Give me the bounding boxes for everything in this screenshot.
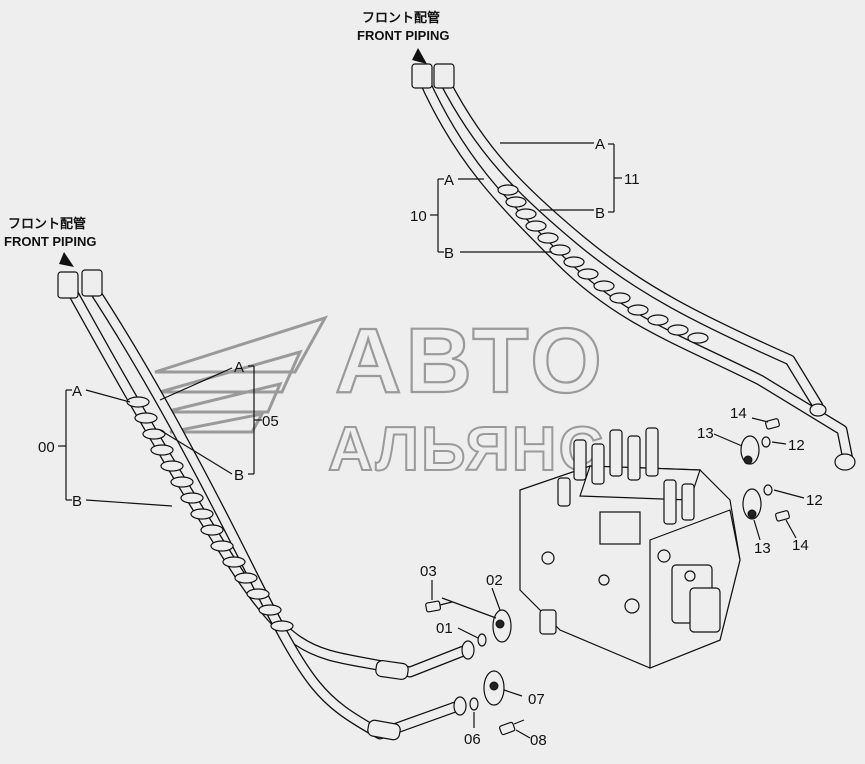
bolt-08-icon: [499, 719, 525, 736]
fitting-top-end-2: [834, 453, 856, 471]
o-ring-06: [469, 697, 479, 711]
label-12-upper: 12: [788, 437, 805, 454]
hose-left-protector-coils: [126, 396, 294, 632]
label-08: 08: [530, 732, 547, 749]
label-10-a: A: [444, 172, 454, 189]
label-11-b: B: [595, 205, 605, 222]
header-top-jp: フロント配管: [362, 10, 440, 25]
header-top: フロント配管 FRONT PIPING: [357, 10, 449, 64]
hose-sleeve-1: [375, 660, 409, 680]
valve-spools: [539, 427, 695, 635]
label-01: 01: [436, 620, 453, 637]
watermark-text-line1: АВТО: [335, 310, 606, 412]
valve-ports: [541, 549, 696, 614]
label-14-upper: 14: [730, 405, 747, 422]
watermark-logo: АВТО АЛЬЯНС: [154, 309, 606, 485]
header-left-en: FRONT PIPING: [4, 234, 96, 249]
fitting-top-2: [433, 63, 455, 89]
label-10: 10: [410, 208, 427, 225]
fitting-left-2: [81, 269, 103, 297]
bolt-14-upper-icon: [765, 418, 780, 430]
o-ring-12-upper: [761, 436, 771, 448]
label-11: 11: [624, 171, 640, 188]
label-00: 00: [38, 439, 55, 456]
label-11-a: A: [595, 136, 605, 153]
arrow-left-icon: [59, 252, 74, 267]
fitting-top-end-1: [809, 403, 827, 417]
fitting-left-end-2: [453, 696, 467, 716]
label-03: 03: [420, 563, 437, 580]
top-hose-assembly: [411, 63, 856, 471]
o-ring-12-lower: [763, 484, 773, 496]
leader-lines: [58, 142, 805, 739]
arrow-top-icon: [412, 48, 427, 64]
fitting-left-end-1: [461, 640, 475, 660]
label-13-lower: 13: [754, 540, 771, 557]
hose-top-protector-coils: [497, 184, 709, 344]
label-10-b: B: [444, 245, 454, 262]
label-05-a: A: [234, 359, 244, 376]
label-07: 07: [528, 691, 545, 708]
header-top-en: FRONT PIPING: [357, 28, 449, 43]
watermark-wing-icon: [154, 315, 329, 434]
left-hose-assembly: [57, 269, 475, 741]
label-00-a: A: [72, 383, 82, 400]
fitting-top-1: [411, 63, 433, 89]
header-left-jp: フロント配管: [8, 216, 86, 231]
label-05: 05: [262, 413, 279, 430]
label-12-lower: 12: [806, 492, 823, 509]
label-05-b: B: [234, 467, 244, 484]
label-02: 02: [486, 572, 503, 589]
bolt-14-lower-icon: [775, 510, 790, 522]
fittings-hardware: [425, 418, 790, 736]
header-left: フロント配管 FRONT PIPING: [4, 216, 96, 267]
fitting-left-1: [57, 271, 79, 299]
label-06: 06: [464, 731, 481, 748]
control-valve: [519, 427, 741, 669]
o-ring-01: [477, 633, 487, 647]
label-00-b: B: [72, 493, 82, 510]
label-14-lower: 14: [792, 537, 809, 554]
part-labels: 10 A B 11 A B 00 A B 05 A B 01 02 03 06 …: [38, 136, 823, 749]
label-13-upper: 13: [697, 425, 714, 442]
watermark-text-line2: АЛЬЯНС: [328, 415, 605, 484]
bolt-03-icon: [425, 600, 453, 613]
flange-13-lower: [742, 488, 762, 520]
hose-sleeve-2: [367, 719, 401, 741]
